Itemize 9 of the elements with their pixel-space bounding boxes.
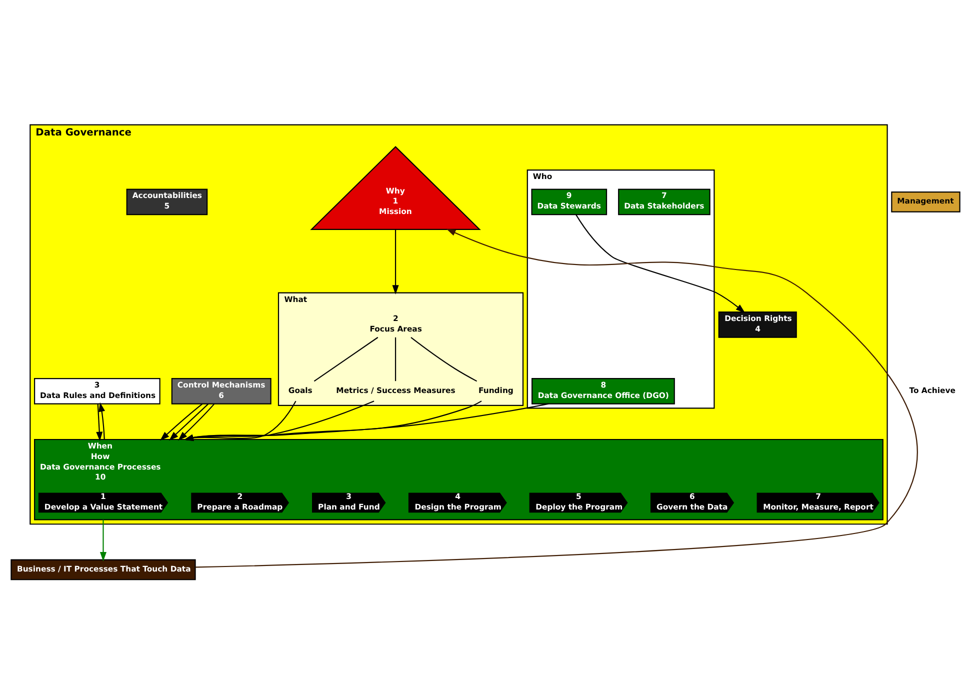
arrow xyxy=(392,230,398,294)
arrow xyxy=(99,520,106,562)
arrow xyxy=(574,214,745,313)
connector xyxy=(410,337,477,382)
arrow xyxy=(96,404,102,442)
connector xyxy=(394,337,396,382)
arrow xyxy=(98,402,105,440)
connector xyxy=(313,336,378,382)
arrow xyxy=(194,228,917,568)
